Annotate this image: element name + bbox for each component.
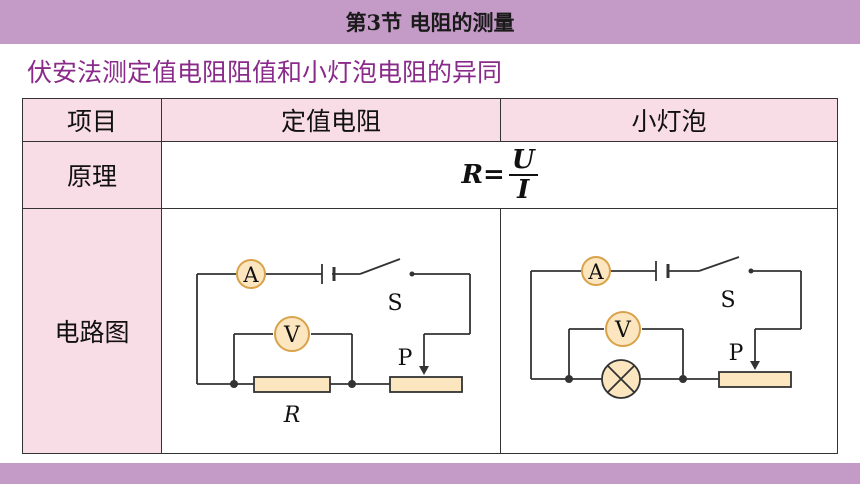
table-header-row: 项目 定值电阻 小灯泡 <box>22 98 838 142</box>
switch-label: S <box>387 291 402 316</box>
junction-dot <box>348 380 356 388</box>
bottom-banner <box>0 463 860 484</box>
voltmeter-icon <box>605 311 641 347</box>
junction-dot <box>679 375 687 383</box>
slider-arrow-icon <box>419 366 429 375</box>
section-title: 第3节 电阻的测量 <box>345 10 515 35</box>
slide-heading: 伏安法测定值电阻阻值和小灯泡电阻的异同 <box>27 58 503 87</box>
voltmeter-label: V <box>283 323 301 348</box>
resistor-label: R <box>283 403 301 428</box>
rheostat-icon <box>389 376 463 393</box>
ammeter-icon <box>236 259 266 289</box>
fixed-resistor-circuit-cell: A V S P R <box>161 208 501 454</box>
top-banner: 第3节 电阻的测量 <box>0 0 860 44</box>
ammeter-label: A <box>242 263 259 287</box>
header-item: 项目 <box>22 98 162 142</box>
header-small-bulb: 小灯泡 <box>500 98 838 142</box>
formula-lhs: R= <box>461 160 505 190</box>
ammeter-icon <box>581 256 611 286</box>
principle-row: 原理 R= U I <box>22 141 838 209</box>
fixed-resistor-circuit-diagram: A V S P R <box>196 258 471 428</box>
header-fixed-resistor: 定值电阻 <box>161 98 501 142</box>
circuit-row: 电路图 <box>22 208 838 454</box>
ohm-formula: R= U I <box>461 146 538 205</box>
small-bulb-circuit-diagram: A V S P <box>530 256 802 399</box>
voltmeter-label: V <box>614 318 632 343</box>
rheostat-icon <box>718 371 792 388</box>
small-bulb-circuit-cell: A V S P <box>500 208 838 454</box>
slider-arrow-icon <box>750 361 760 370</box>
formula-cell: R= U I <box>161 141 838 209</box>
bulb-icon <box>601 359 641 399</box>
slider-label: P <box>398 346 413 371</box>
switch-label: S <box>720 288 735 313</box>
junction-dot <box>565 375 573 383</box>
circuit-label: 电路图 <box>22 208 162 454</box>
slider-label: P <box>729 341 744 366</box>
formula-fraction: U I <box>508 146 538 205</box>
comparison-table: 项目 定值电阻 小灯泡 原理 R= U I 电路图 <box>22 98 838 454</box>
formula-numerator: U <box>508 146 538 176</box>
fixed-resistor-icon <box>253 376 331 393</box>
principle-label: 原理 <box>22 141 162 209</box>
ammeter-label: A <box>587 260 604 284</box>
formula-denominator: I <box>517 175 530 205</box>
junction-dot <box>230 380 238 388</box>
voltmeter-icon <box>274 316 310 352</box>
